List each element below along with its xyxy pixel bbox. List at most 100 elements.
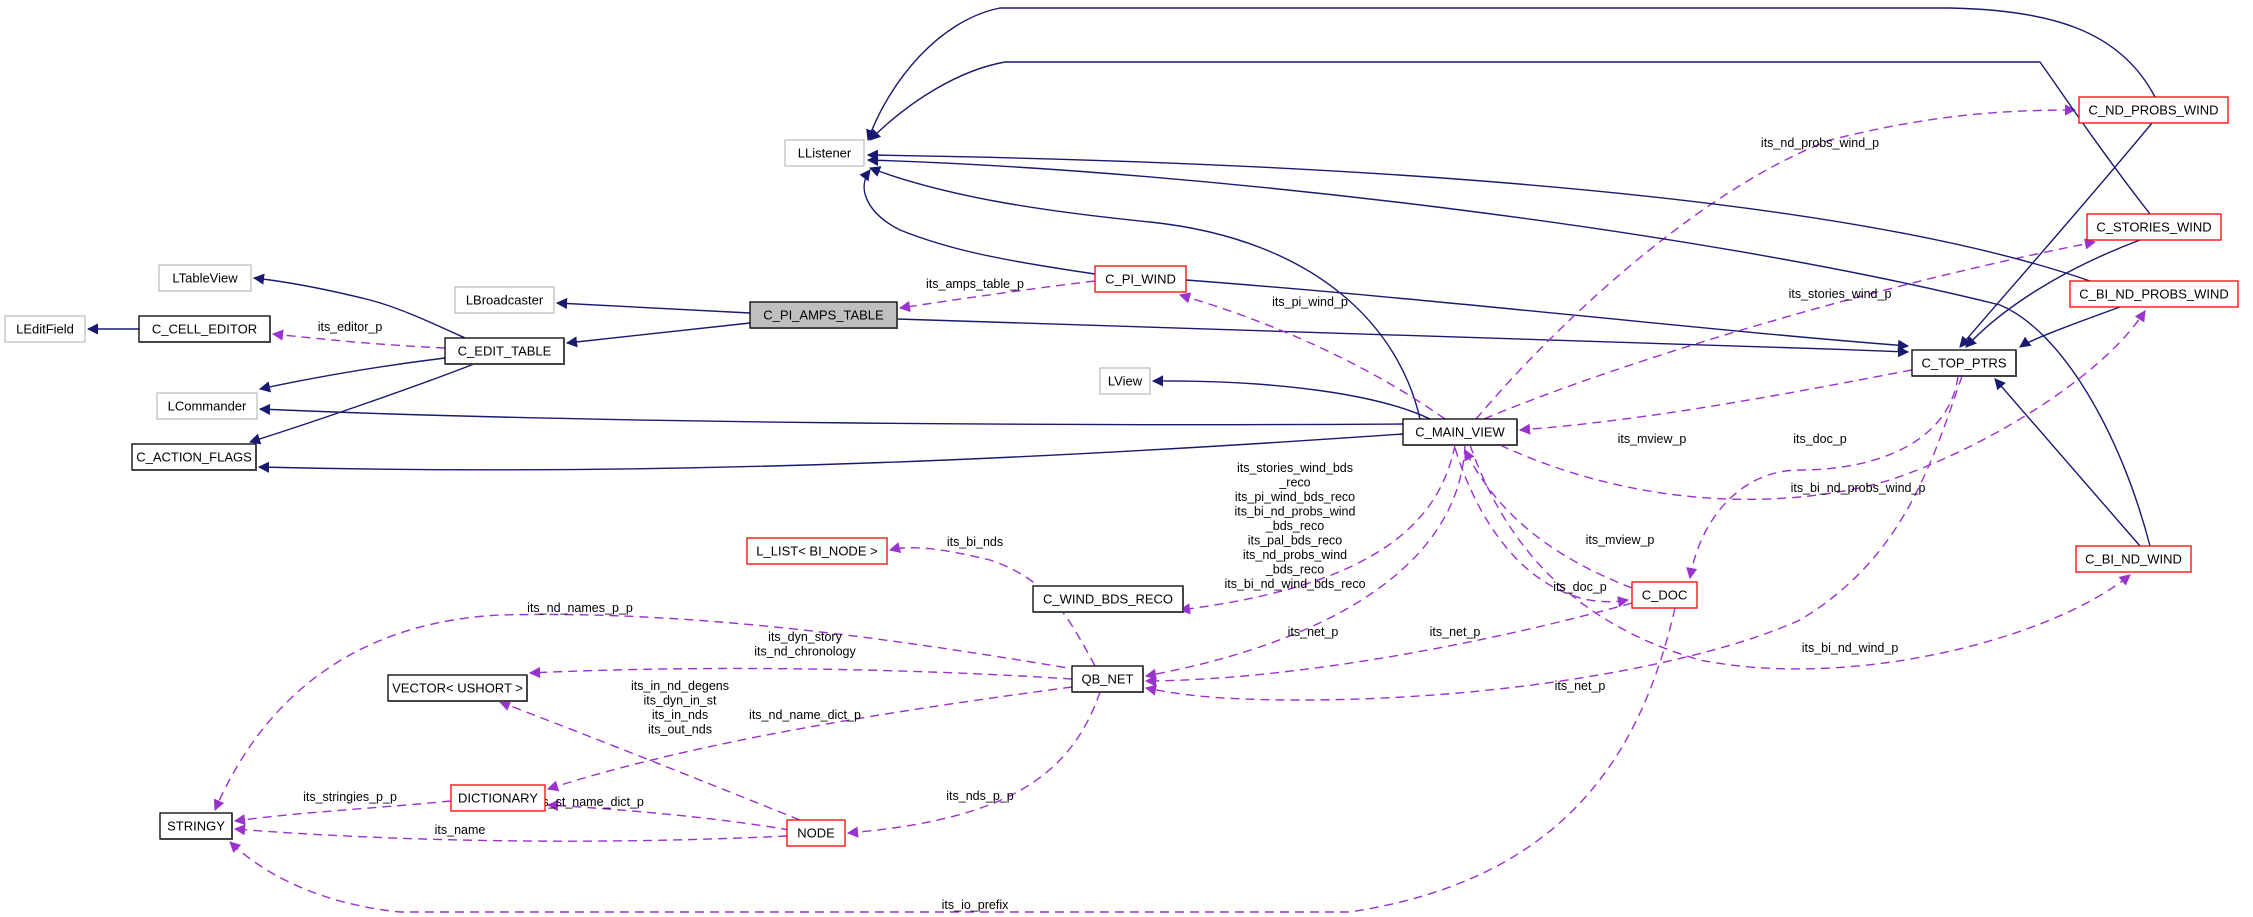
class-node-dictionary[interactable]: DICTIONARY — [450, 784, 546, 812]
usage-edge-qb-net-to-stringy — [213, 613, 1081, 812]
class-node-label: STRINGY — [167, 819, 225, 834]
inheritance-edge-c-edit-table-to-ltableview — [252, 273, 466, 339]
class-node-node[interactable]: NODE — [786, 819, 846, 847]
class-node-label: C_BI_ND_WIND — [2085, 552, 2182, 567]
inheritance-edge-c-edit-table-to-c-action-flags — [248, 363, 475, 445]
class-node-vector-ushort[interactable]: VECTOR< USHORT > — [387, 674, 528, 702]
edge-label: its_net_p — [1430, 625, 1481, 639]
usage-edge-qb-net-to-l-list-bi-node — [888, 542, 1096, 667]
class-node-c-main-view[interactable]: C_MAIN_VIEW — [1402, 418, 1518, 446]
class-node-shadow — [389, 676, 528, 702]
usage-edge-c-doc-to-c-main-view — [1464, 448, 1633, 589]
class-node-qb-net[interactable]: QB_NET — [1071, 665, 1144, 693]
class-node-shadow — [1913, 351, 2017, 377]
class-node-shadow — [446, 339, 565, 365]
inheritance-edge-c-main-view-to-c-action-flags — [257, 433, 1404, 473]
class-node-llistener[interactable]: LListener — [784, 139, 865, 167]
edge-label: its_amps_table_p — [926, 277, 1024, 291]
class-node-c-top-ptrs[interactable]: C_TOP_PTRS — [1911, 349, 2017, 377]
class-node-box — [1099, 367, 1151, 395]
edge-label: its_bi_nd_probs_wind_p — [1791, 481, 1926, 495]
inheritance-edge-c-main-view-to-lcommander — [258, 403, 1404, 426]
class-node-c-cell-editor[interactable]: C_CELL_EDITOR — [138, 315, 271, 343]
class-node-c-stories-wind[interactable]: C_STORIES_WIND — [2086, 213, 2222, 241]
usage-edge-dictionary-to-stringy — [233, 800, 452, 826]
inheritance-edge-c-stories-wind-to-llistener — [869, 61, 2151, 215]
class-node-box — [1631, 581, 1698, 609]
class-node-stringy[interactable]: STRINGY — [159, 812, 233, 840]
inheritance-edge-c-bi-nd-wind-to-c-top-ptrs — [1994, 378, 2141, 547]
edge-label: its_nd_names_p_p — [527, 601, 633, 615]
class-node-box — [4, 315, 86, 343]
edge-label: its_mview_p — [1618, 432, 1687, 446]
class-node-box — [1094, 265, 1187, 293]
inheritance-edge-c-edit-table-to-lcommander — [258, 357, 446, 393]
usage-edge-node-to-dictionary — [546, 799, 791, 831]
class-node-shadow — [1404, 420, 1518, 446]
class-node-c-bi-nd-probs-wind[interactable]: C_BI_ND_PROBS_WIND — [2069, 280, 2239, 308]
class-node-label: L_LIST< BI_NODE > — [756, 544, 877, 559]
class-node-l-list-bi-node[interactable]: L_LIST< BI_NODE > — [746, 537, 888, 565]
class-node-label: NODE — [797, 826, 835, 841]
class-node-label: LCommander — [168, 399, 247, 414]
usage-edge-c-main-view-to-c-bi-nd-wind — [1469, 444, 2131, 670]
class-node-shadow — [751, 303, 898, 329]
edge-label: its_net_p — [1288, 625, 1339, 639]
class-node-box — [1032, 585, 1184, 613]
class-node-c-doc[interactable]: C_DOC — [1631, 581, 1698, 609]
class-node-leditfield[interactable]: LEditField — [4, 315, 86, 343]
edges-layer — [86, 7, 2156, 913]
inheritance-edge-c-pi-amps-table-to-c-top-ptrs — [896, 318, 1910, 358]
edge-label: its_doc_p — [1553, 580, 1607, 594]
class-node-label: C_ACTION_FLAGS — [136, 450, 252, 465]
class-node-box — [2078, 96, 2229, 124]
usage-edge-c-top-ptrs-to-c-doc — [1686, 375, 1959, 580]
class-node-lview[interactable]: LView — [1099, 367, 1151, 395]
class-node-shadow — [1034, 587, 1184, 613]
usage-edge-c-edit-table-to-c-cell-editor — [271, 329, 446, 349]
usage-edge-c-top-ptrs-to-qb-net — [1144, 375, 1963, 701]
class-node-ltableview[interactable]: LTableView — [158, 264, 252, 292]
class-node-c-wind-bds-reco[interactable]: C_WIND_BDS_RECO — [1032, 585, 1184, 613]
class-node-box — [786, 819, 846, 847]
class-node-c-nd-probs-wind[interactable]: C_ND_PROBS_WIND — [2078, 96, 2229, 124]
class-node-label: QB_NET — [1081, 672, 1133, 687]
class-node-c-bi-nd-wind[interactable]: C_BI_ND_WIND — [2075, 545, 2192, 573]
edge-label: its_nd_probs_wind_p — [1761, 136, 1879, 150]
inheritance-edge-c-pi-amps-table-to-lbroadcaster — [555, 297, 751, 314]
class-node-c-action-flags[interactable]: C_ACTION_FLAGS — [131, 443, 257, 471]
edge-label: its_nds_p_p — [946, 789, 1013, 803]
class-node-label: C_DOC — [1642, 588, 1688, 603]
inheritance-edge-c-stories-wind-to-c-top-ptrs — [1965, 239, 2141, 348]
class-node-lbroadcaster[interactable]: LBroadcaster — [454, 286, 555, 314]
class-node-shadow — [161, 814, 233, 840]
inheritance-edge-c-bi-nd-wind-to-llistener — [866, 154, 2151, 547]
class-node-c-pi-wind[interactable]: C_PI_WIND — [1094, 265, 1187, 293]
class-node-c-pi-amps-table[interactable]: C_PI_AMPS_TABLE — [749, 301, 898, 329]
class-node-box — [450, 784, 546, 812]
inheritance-edge-c-pi-wind-to-llistener — [859, 169, 1096, 275]
edge-label: its_io_prefix — [942, 898, 1009, 912]
edge-label: its_pi_wind_p — [1272, 295, 1348, 309]
class-node-lcommander[interactable]: LCommander — [156, 392, 258, 420]
class-node-box — [444, 337, 565, 365]
edge-labels-layer: its_editor_p its_amps_table_p its_pi_wind_… — [303, 136, 1925, 912]
class-node-box — [749, 301, 898, 329]
class-node-label: LBroadcaster — [466, 293, 544, 308]
inheritance-edge-c-bi-nd-probs-wind-to-c-top-ptrs — [2019, 306, 2121, 348]
usage-edge-c-top-ptrs-to-c-main-view — [1518, 369, 1913, 435]
edge-label: its_stringies_p_p — [303, 790, 397, 804]
class-node-label: LTableView — [172, 271, 238, 286]
edge-label: its_bi_nd_wind_p — [1802, 641, 1899, 655]
class-node-c-edit-table[interactable]: C_EDIT_TABLE — [444, 337, 565, 365]
inheritance-edge-c-nd-probs-wind-to-c-top-ptrs — [1959, 122, 2153, 348]
class-node-label: C_ND_PROBS_WIND — [2088, 103, 2218, 118]
usage-edge-c-main-view-to-c-stories-wind — [1483, 238, 2097, 420]
inheritance-edge-c-main-view-to-lview — [1151, 375, 1431, 420]
class-node-box — [2075, 545, 2192, 573]
edge-label: its_editor_p — [318, 320, 383, 334]
usage-edge-qb-net-to-dictionary — [546, 686, 1073, 792]
inheritance-edge-c-bi-nd-probs-wind-to-llistener — [866, 149, 2091, 282]
